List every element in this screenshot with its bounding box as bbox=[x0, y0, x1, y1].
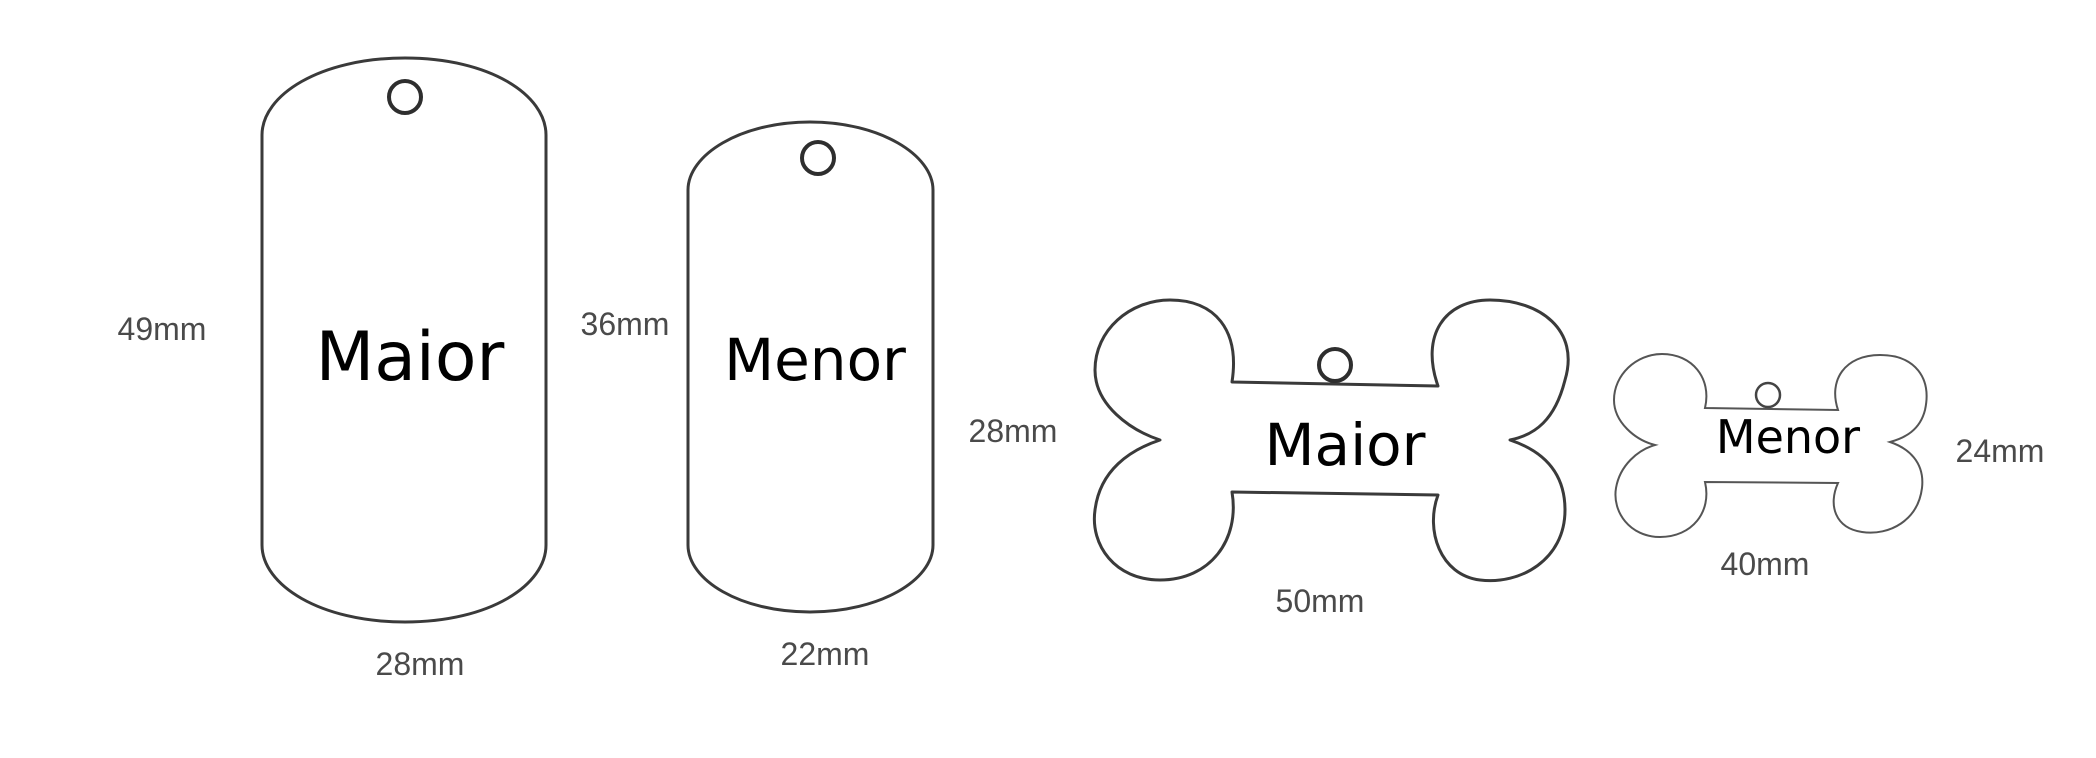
dog-tag-small-outline bbox=[686, 120, 935, 614]
bone-tag-small-hole-icon bbox=[1754, 381, 1782, 409]
bone-tag-large-outline bbox=[1092, 298, 1570, 583]
bone-tag-large-width-label: 50mm bbox=[1276, 583, 1365, 619]
bone-tag-small-width-label: 40mm bbox=[1721, 546, 1810, 582]
dog-tag-large-outline bbox=[260, 56, 548, 624]
dog-tag-large-width-label: 28mm bbox=[376, 646, 465, 682]
bone-tag-large-hole-icon bbox=[1317, 347, 1353, 383]
dog-tag-small-hole-icon bbox=[800, 140, 836, 176]
dog-tag-large-height-label: 49mm bbox=[118, 311, 207, 347]
bone-tag-large: Maior 28mm 50mm bbox=[969, 298, 1570, 619]
dog-tag-small-width-label: 22mm bbox=[781, 636, 870, 672]
dog-tag-large-size-label: Maior bbox=[316, 318, 505, 397]
dog-tag-small-size-label: Menor bbox=[724, 326, 906, 394]
bone-tag-small-height-label: 24mm bbox=[1956, 433, 2045, 469]
dog-tag-small: Menor 36mm 22mm bbox=[581, 120, 935, 672]
bone-tag-large-size-label: Maior bbox=[1264, 411, 1425, 479]
dog-tag-small-height-label: 36mm bbox=[581, 306, 670, 342]
dog-tag-large: Maior 49mm 28mm bbox=[118, 56, 548, 682]
bone-tag-small-outline bbox=[1612, 352, 1928, 539]
bone-tag-large-height-label: 28mm bbox=[969, 413, 1058, 449]
bone-tag-small: Menor 24mm 40mm bbox=[1612, 352, 2045, 582]
bone-tag-small-size-label: Menor bbox=[1716, 410, 1860, 464]
dog-tag-large-hole-icon bbox=[387, 79, 423, 115]
